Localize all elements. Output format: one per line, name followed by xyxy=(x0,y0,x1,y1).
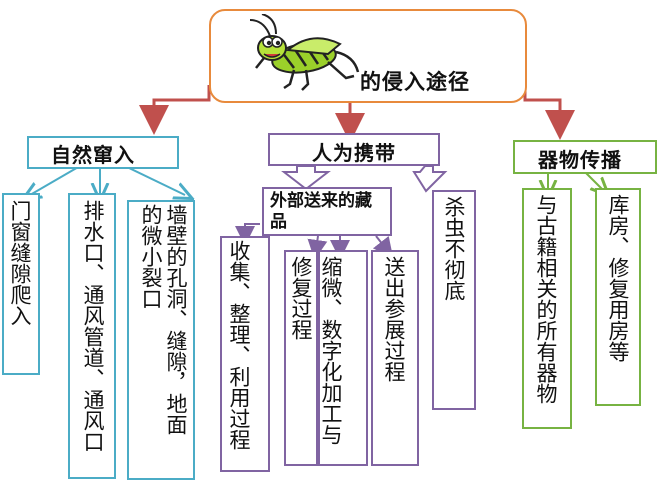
cat2-sub-item-2 xyxy=(284,250,318,466)
cat1-item-2-text: 排水口、通风管道、通风口 xyxy=(81,200,105,452)
cat1-item-1 xyxy=(2,193,40,375)
cat3-item-2-text: 库房、修复用房等 xyxy=(606,194,630,362)
cat2-sub-item-1-text: 收集、整理、利用过程 xyxy=(227,240,251,450)
cat3-to-item2-connector xyxy=(584,171,603,190)
cat1-item-3 xyxy=(127,200,195,480)
cat1-item-1-text: 门窗缝隙爬入 xyxy=(8,200,32,326)
sub-to-item2-connector xyxy=(307,235,328,260)
cat1-item-3-text: 墙壁的孔洞、缝隙，地面的微小裂口 xyxy=(139,204,188,435)
category-human-carry xyxy=(268,133,440,166)
cat2-sub-box xyxy=(262,187,392,236)
cat2-to-sub-arrow xyxy=(281,165,331,191)
root-title: 的侵入途径 xyxy=(360,70,470,94)
cat3-item-1 xyxy=(522,188,572,429)
category-human-carry-label: 人为携带 xyxy=(312,141,396,165)
category-object-spread-label: 器物传播 xyxy=(538,148,622,172)
category-natural-intrusion-label: 自然窜入 xyxy=(51,143,135,167)
cat2-sub-item-2-text: 修复过程 xyxy=(289,256,313,340)
category-object-spread xyxy=(513,140,657,174)
cat2-to-side-arrow xyxy=(412,165,448,193)
cat3-item-2 xyxy=(595,188,641,406)
cat2-side-item xyxy=(432,190,476,410)
cat2-side-item-text: 杀虫不彻底 xyxy=(442,196,466,301)
cat3-item-1-text: 与古籍相关的所有器物 xyxy=(534,194,558,404)
cat2-sub-label: 外部送来的藏品 xyxy=(270,191,372,232)
root-to-cat1-connector xyxy=(139,85,211,135)
category-natural-intrusion xyxy=(27,136,179,169)
cat2-sub-item-4-text: 送出参展过程 xyxy=(382,256,406,382)
cat1-to-item1-connector xyxy=(30,165,81,195)
cat2-sub-item-3-text: 缩微、数字化加工与 xyxy=(319,256,343,445)
root-to-cat3-connector xyxy=(523,85,575,140)
cat2-sub-item-3 xyxy=(318,250,368,466)
cat1-item-2 xyxy=(68,193,116,479)
cricket-mascot-icon xyxy=(249,14,360,91)
cat1-to-item3-connector xyxy=(124,165,185,195)
cat2-sub-item-4 xyxy=(371,250,419,466)
sub-to-item1-connector xyxy=(235,223,260,246)
sub-to-item4-connector xyxy=(372,235,394,258)
cat2-sub-item-1 xyxy=(220,236,270,472)
